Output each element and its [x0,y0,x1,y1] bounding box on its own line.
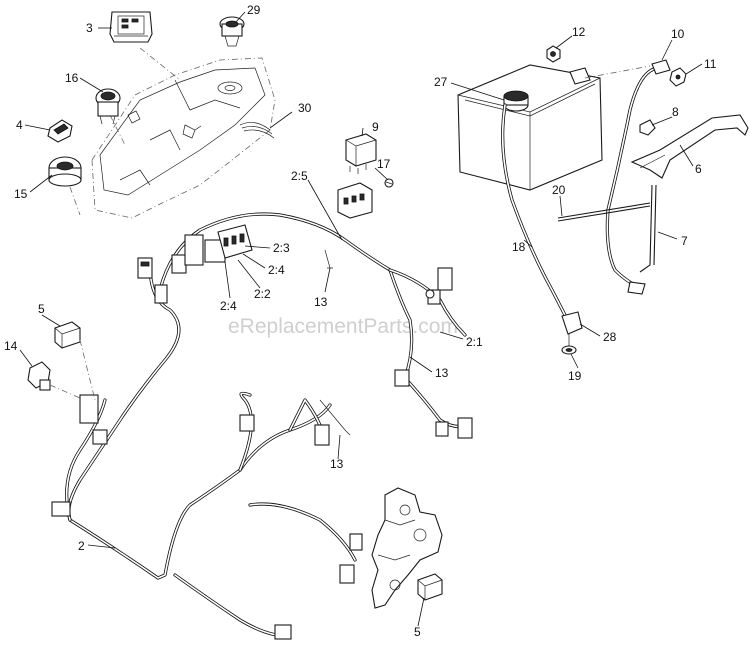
throttle-knob [48,156,82,187]
battery [457,64,603,191]
battery-hold-down [630,114,749,179]
callout-8: 8 [672,105,679,119]
harness-connectors [51,224,473,640]
callout-17: 17 [377,157,391,171]
callout-14: 14 [4,339,18,353]
ring-terminal [561,334,577,355]
positive-cable [501,103,572,327]
callout-12: 12 [572,25,586,39]
callout-20: 20 [552,183,566,197]
callout-11: 11 [704,57,717,71]
cable-ties [319,249,351,436]
callout-5-bottom: 5 [414,625,421,639]
negative-cable [605,59,671,295]
clip [47,119,73,143]
callout-labels: 3 29 16 4 15 30 9 17 2:5 2:3 2:4 2:4 2:2… [4,3,717,639]
callout-2-4-left: 2:4 [220,299,237,313]
callout-2-1: 2:1 [466,335,483,349]
callout-9: 9 [372,120,379,134]
callout-28: 28 [603,330,617,344]
callout-16: 16 [65,71,79,85]
bolt [669,67,687,87]
callout-2: 2 [78,539,85,553]
callout-2-2: 2:2 [254,287,271,301]
battery-hidden-line [584,65,651,79]
callout-2-4-right: 2:4 [268,263,285,277]
seat-switch-hidden-line [79,339,96,401]
terminal-boot [561,311,583,335]
panel-wires [239,122,275,139]
watermark: eReplacementParts.com [228,315,458,338]
callout-2-3: 2:3 [273,241,290,255]
relay [345,133,377,174]
hold-down-rod-short [557,202,651,222]
callout-30: 30 [298,101,312,115]
relay-socket [337,182,373,219]
pto-switch [95,88,121,125]
callout-29: 29 [247,3,261,17]
seat-switch [54,321,81,349]
callout-13-right: 13 [435,366,449,380]
hold-down-nut [639,119,656,136]
callout-2-5: 2:5 [291,169,308,183]
callout-13-top: 13 [314,295,328,309]
hold-down-rod [639,184,657,273]
hour-meter [109,11,153,43]
main-wire-harness [65,212,472,638]
brake-switch-hidden-line [49,384,81,399]
callout-4: 4 [16,118,23,132]
callout-19: 19 [568,369,582,383]
control-panel [69,47,276,219]
callout-10: 10 [671,27,685,41]
nut [546,45,561,63]
callout-7: 7 [681,234,688,248]
interlock-switch [417,573,443,601]
callout-15: 15 [14,187,28,201]
callout-3: 3 [86,21,93,35]
brake-switch [27,361,51,391]
callout-27: 27 [434,75,448,89]
switch-bracket [371,487,443,609]
key-switch [219,16,245,47]
leader-lines [19,11,703,627]
callout-13-bottom: 13 [330,457,344,471]
screw [384,178,394,188]
callout-18: 18 [512,240,526,254]
callout-5-left: 5 [38,302,45,316]
callout-6: 6 [695,162,702,176]
